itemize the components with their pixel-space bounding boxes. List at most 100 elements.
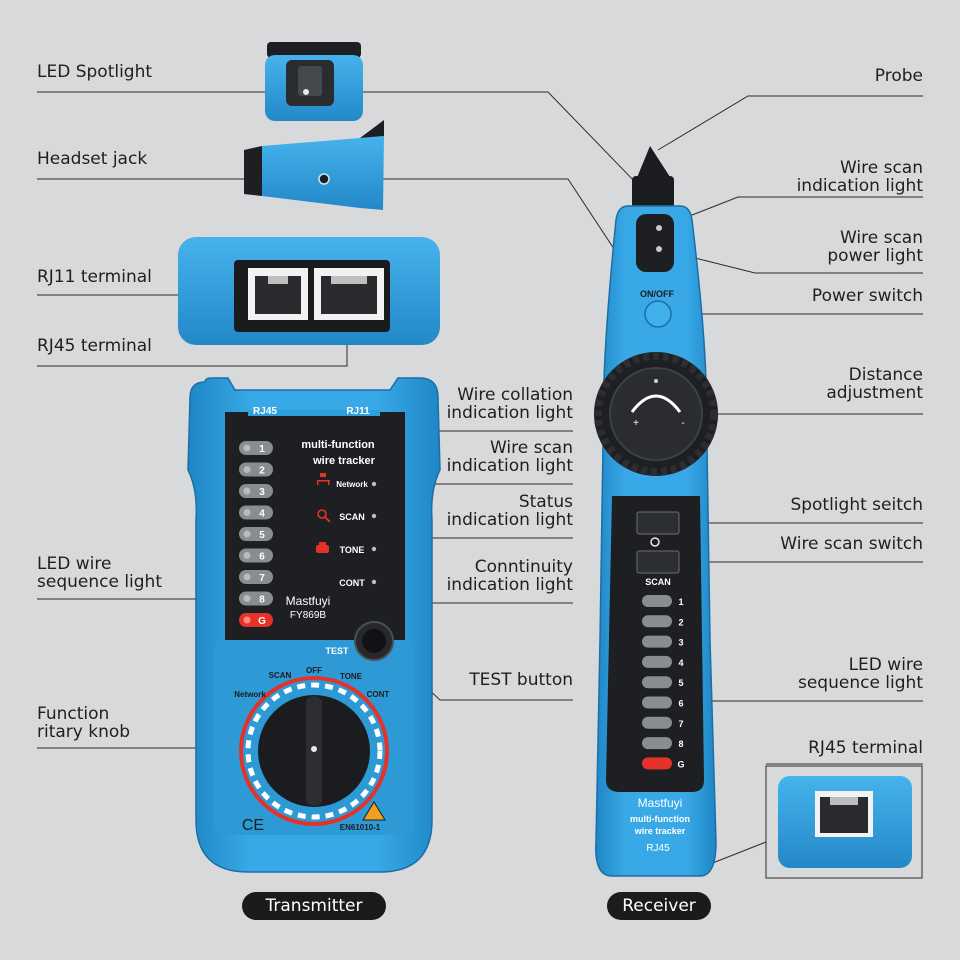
tx-standard: EN61010-1 xyxy=(340,823,381,832)
label-wire-scan-power: Wire scan power light xyxy=(827,228,923,266)
rx-knob-plus: + xyxy=(633,418,639,429)
tx-led-lens xyxy=(243,595,251,602)
leader-probe-from-headset xyxy=(383,178,621,259)
rx-led-3 xyxy=(642,635,672,648)
rx-led-1 xyxy=(642,595,672,607)
label-continuity-indication: Conntinuity indication light xyxy=(446,557,573,595)
tx-brand: Mastfuyi xyxy=(286,594,331,608)
label-power-switch: Power switch xyxy=(811,286,923,306)
tx-led-lens xyxy=(243,573,251,581)
label-rj45-terminal-right: RJ45 terminal xyxy=(808,738,923,758)
magnifier-icon xyxy=(317,509,331,523)
receiver-rj45-illustration xyxy=(765,765,923,879)
tx-led-lens xyxy=(243,552,251,559)
tx-panel-title-1: multi-function xyxy=(301,439,375,451)
rx-led-label: 3 xyxy=(678,638,683,648)
label-wire-scan-switch: Wire scan switch xyxy=(780,534,923,554)
tx-led-2 xyxy=(239,462,273,477)
tx-led-label: 1 xyxy=(259,444,265,455)
led-spotlight-illustration xyxy=(265,42,363,121)
tx-led-label: 6 xyxy=(259,552,265,563)
tx-port-rj11: RJ11 xyxy=(346,406,370,417)
tx-led-label: 7 xyxy=(259,573,265,584)
tx-led-6 xyxy=(239,548,273,563)
rx-led-6 xyxy=(642,696,672,709)
tx-dial-tone: TONE xyxy=(340,672,363,681)
tx-led-lens xyxy=(243,530,251,538)
tx-mode-tone: TONE xyxy=(340,545,365,555)
network-icon xyxy=(317,473,330,485)
tx-led-7 xyxy=(239,570,273,584)
rx-onoff-label: ON/OFF xyxy=(640,289,674,299)
label-spotlight-switch: Spotlight seitch xyxy=(790,495,923,515)
tx-led-lens xyxy=(243,466,251,473)
tx-led-3 xyxy=(239,484,273,498)
rx-led-label: 6 xyxy=(678,699,683,709)
tx-led-lens xyxy=(243,616,251,624)
transmitter-port-view xyxy=(178,237,440,345)
tx-led-label: 4 xyxy=(259,509,265,520)
tx-led-5 xyxy=(239,527,273,541)
label-wire-collation: Wire collation indication light xyxy=(446,385,573,423)
rx-led-5 xyxy=(642,676,672,689)
rx-led-4 xyxy=(642,655,672,668)
tx-led-lens xyxy=(243,509,251,516)
leader-lines xyxy=(37,91,923,869)
label-test-button: TEST button xyxy=(469,670,573,690)
label-status-indication: Status indication light xyxy=(446,492,573,530)
label-led-spotlight: LED Spotlight xyxy=(37,62,153,82)
label-led-wire-sequence-right: LED wire sequence light xyxy=(797,655,923,693)
rx-led-2 xyxy=(642,615,672,628)
rx-port-label: RJ45 xyxy=(646,843,670,854)
rx-led-label: 1 xyxy=(678,597,683,607)
tx-led-label: 8 xyxy=(259,595,265,606)
tx-dial-network: Network xyxy=(234,690,266,699)
tx-mode-cont: CONT xyxy=(339,578,365,588)
headset-jack-illustration xyxy=(244,120,384,210)
label-wire-scan-indication-mid: Wire scan indication light xyxy=(446,438,573,476)
rx-title-2: wire tracker xyxy=(634,826,686,836)
tx-mode-network: Network xyxy=(336,480,368,489)
rx-led-ground xyxy=(642,757,672,770)
tx-panel-title-2: wire tracker xyxy=(312,455,375,467)
tx-test-label: TEST xyxy=(325,646,349,656)
tx-led-label: G xyxy=(258,616,266,627)
tx-led-lens xyxy=(243,487,251,495)
label-wire-scan-indication-right: Wire scan indication light xyxy=(796,158,923,196)
tx-led-8 xyxy=(239,591,273,606)
label-distance-adjustment: Distance adjustment xyxy=(826,365,923,403)
status-dots xyxy=(371,481,377,585)
tx-led-label: 5 xyxy=(259,530,265,541)
rx-led-label: 2 xyxy=(678,617,683,627)
label-led-wire-sequence-left: LED wire sequence light xyxy=(37,554,163,592)
label-headset-jack: Headset jack xyxy=(37,149,148,169)
leader-probe xyxy=(657,95,923,151)
tx-dial-scan: SCAN xyxy=(269,671,292,680)
tx-led-1 xyxy=(239,441,273,455)
receiver-illustration xyxy=(594,146,718,877)
transmitter-illustration xyxy=(187,377,441,873)
label-rj45-terminal-left: RJ45 terminal xyxy=(37,336,152,356)
rx-led-label: 4 xyxy=(678,658,683,668)
telephone-icon xyxy=(316,542,329,553)
rx-title-1: multi-function xyxy=(630,814,690,824)
rx-led-label: 5 xyxy=(678,678,683,688)
tx-led-label: 2 xyxy=(259,466,265,477)
tx-port-rj45: RJ45 xyxy=(253,406,277,417)
leader-probe-from-spotlight xyxy=(345,91,638,185)
rx-led-label: 7 xyxy=(678,719,683,729)
tx-mode-scan: SCAN xyxy=(339,512,365,522)
rx-led-7 xyxy=(642,716,672,729)
rx-knob-minus: - xyxy=(681,418,684,429)
label-probe: Probe xyxy=(874,66,923,86)
caption-receiver: Receiver xyxy=(607,892,711,920)
tx-led-4 xyxy=(239,505,273,520)
tx-led-ground xyxy=(239,613,273,627)
ce-mark: CE xyxy=(242,817,264,834)
leader-wire-scan-right xyxy=(658,196,923,229)
tx-dial-cont: CONT xyxy=(367,690,390,699)
